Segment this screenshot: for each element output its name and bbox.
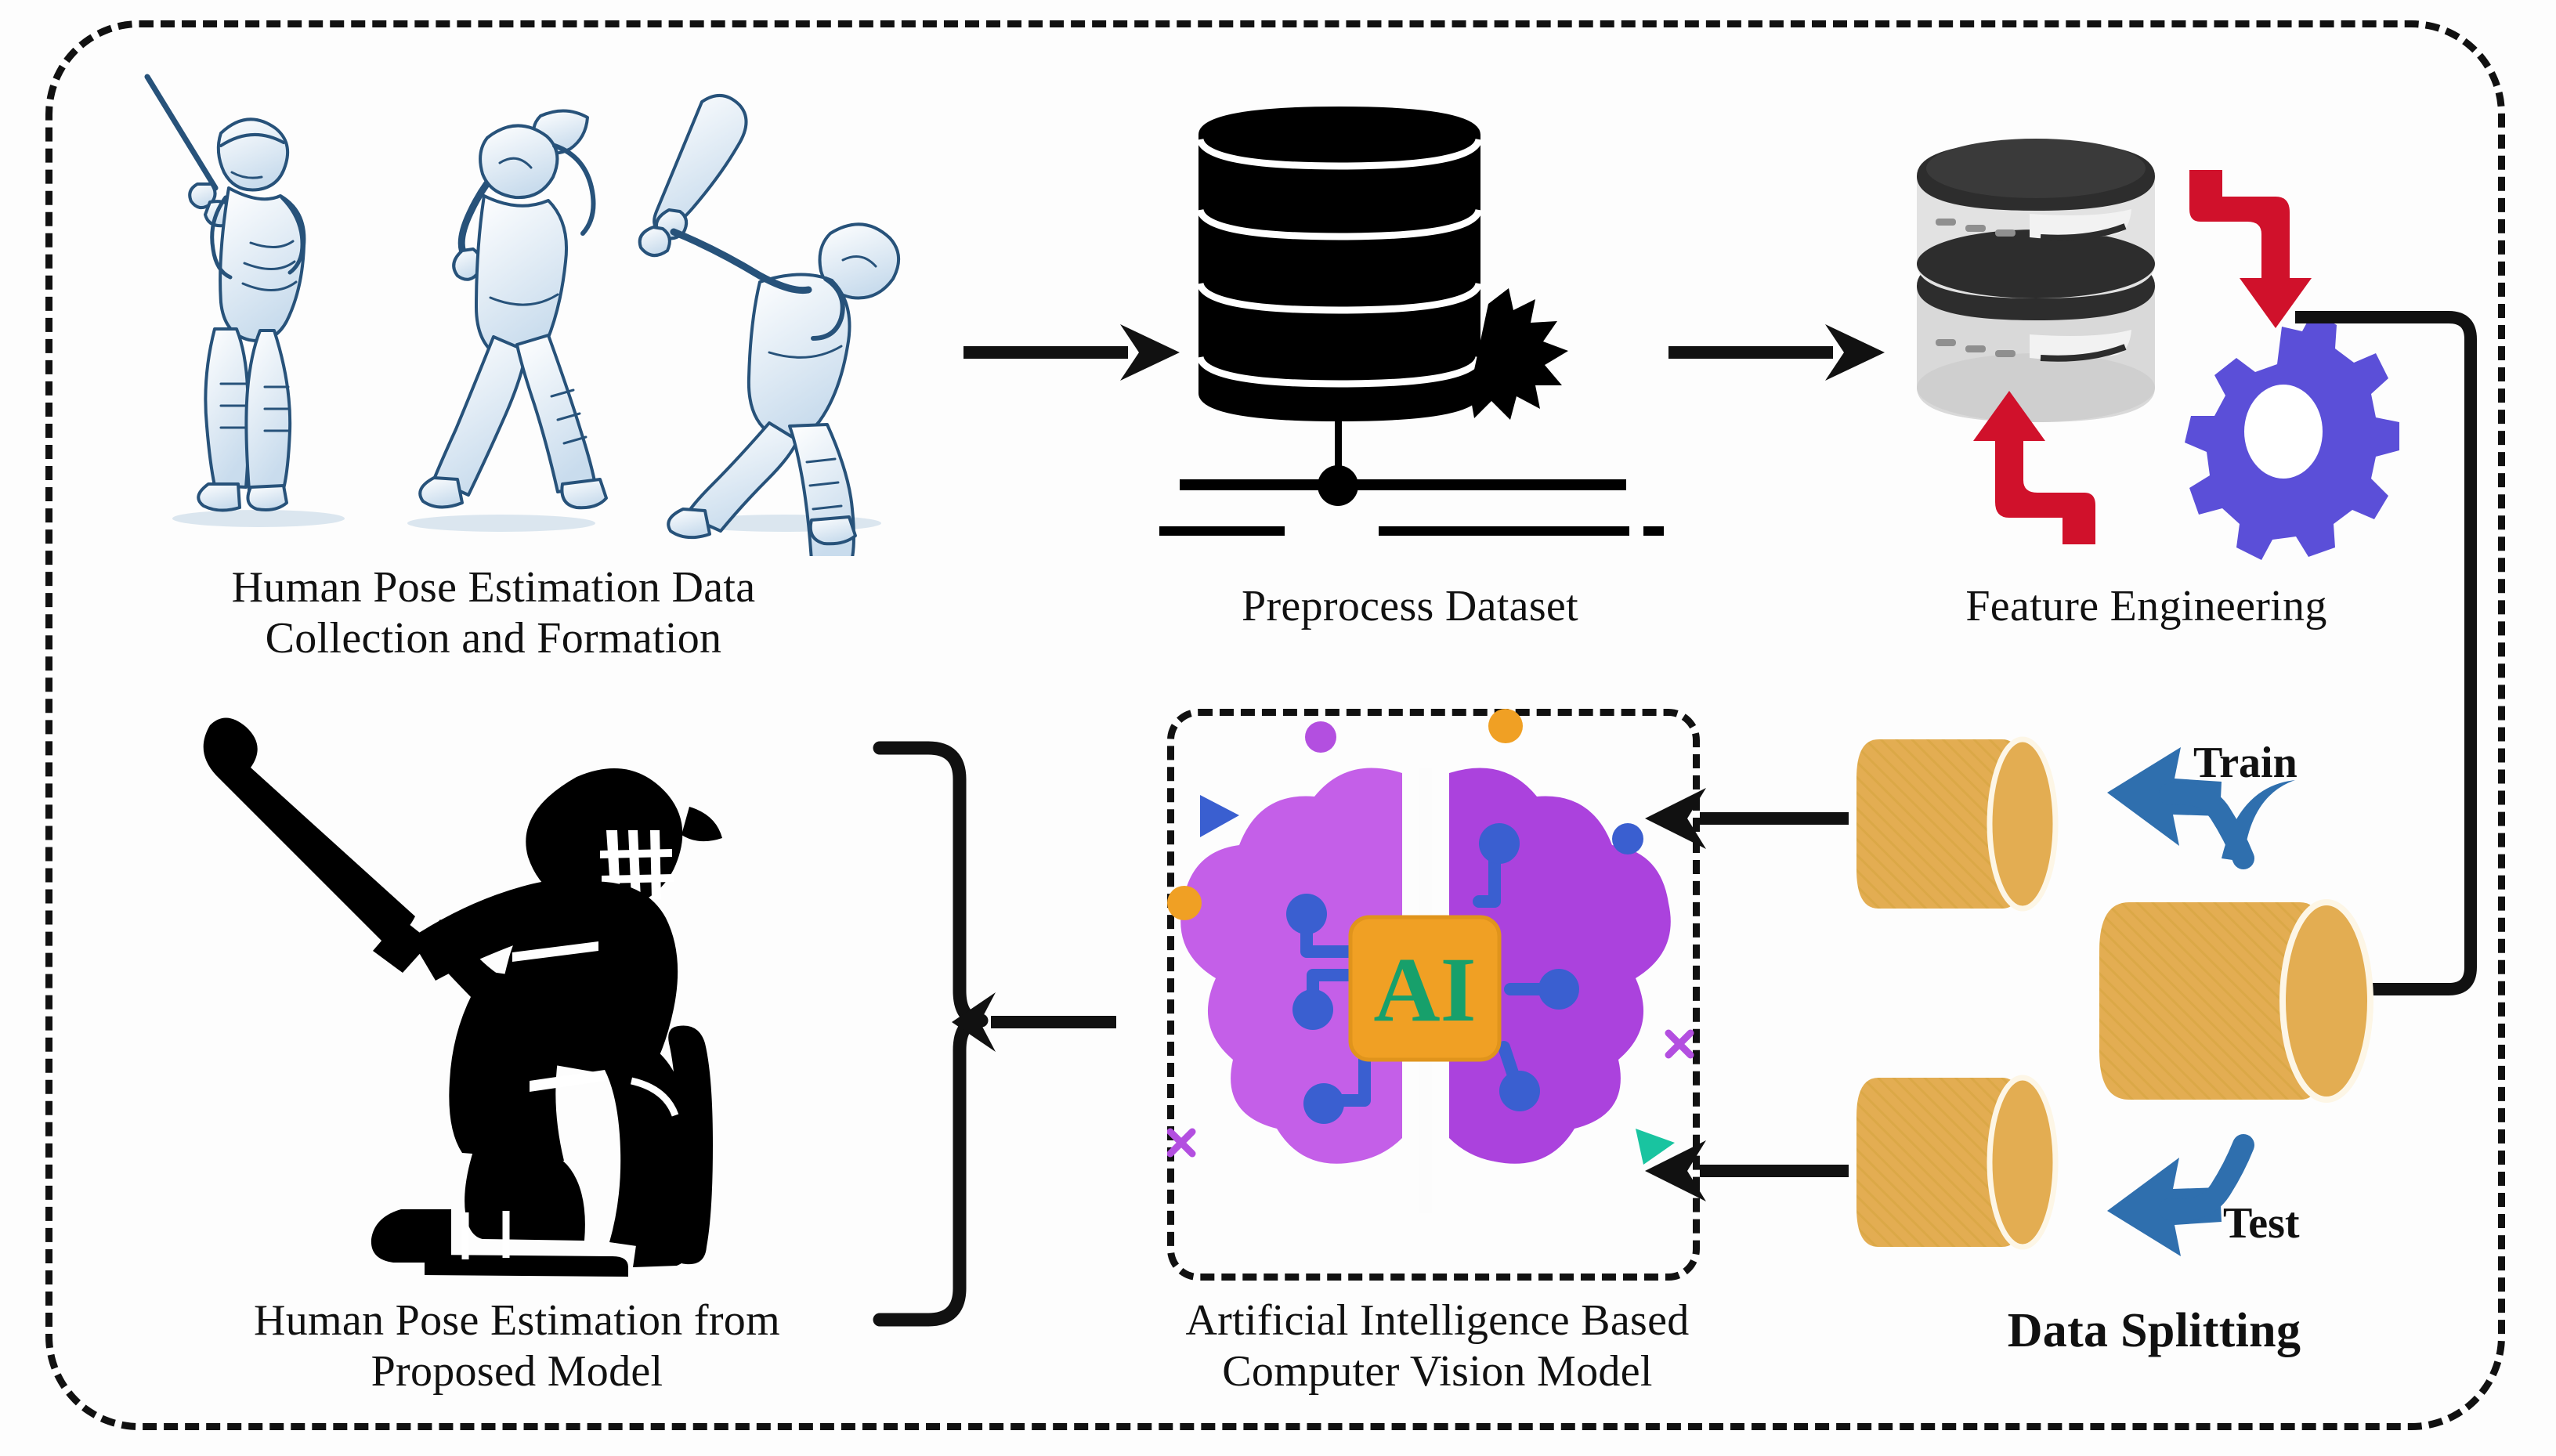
confetti-dot-orange-2 [1167, 886, 1202, 920]
cricket-batsman-sketches-icon [133, 70, 963, 562]
train-cylinder [1856, 736, 2059, 912]
test-cylinder [1856, 1075, 2059, 1250]
confetti-dot-orange [1488, 709, 1523, 743]
confetti-dot-blue [1612, 823, 1643, 854]
confetti-x-purple-2 [1166, 1128, 1196, 1158]
database-cylinder-black-icon [1151, 94, 1668, 564]
red-arrow-down-icon [2189, 170, 2312, 328]
confetti-triangle-blue [1200, 795, 1239, 837]
ai-brain-chip-icon: AI [1166, 709, 1700, 1281]
burst-splat-icon [1470, 288, 1568, 420]
confetti-x-purple [1665, 1029, 1694, 1059]
ai-chip [1348, 915, 1502, 1062]
full-dataset-cylinder [2099, 899, 2373, 1103]
ai-model-caption: Artificial Intelligence Based Computer V… [1185, 1296, 1690, 1396]
data-collection-caption: Human Pose Estimation Data Collection an… [231, 563, 756, 663]
arrow-collection-to-preprocess [963, 324, 1180, 381]
confetti-dot-purple [1305, 721, 1336, 753]
arrow-test-to-model [1645, 1140, 1849, 1201]
cricket-batsman-silhouette-icon [141, 713, 815, 1277]
outer-dashed-frame [45, 20, 2505, 1430]
ai-chip-text: AI [1373, 938, 1476, 1041]
confetti-triangle-teal [1636, 1129, 1675, 1165]
gear-icon [2185, 311, 2399, 560]
train-arrow-icon [2107, 747, 2295, 869]
red-arrow-up-icon [1973, 391, 2095, 544]
arrow-train-to-model [1645, 788, 1849, 849]
arrow-preprocess-to-feature [1668, 324, 1885, 381]
data-splitting-caption: Data Splitting [2007, 1304, 2301, 1357]
test-label: Test [2223, 1199, 2300, 1248]
data-splitting-icon [1778, 697, 2467, 1277]
pose-output-caption: Human Pose Estimation from Proposed Mode… [254, 1296, 780, 1396]
ai-model-dashed-box [1167, 709, 1700, 1281]
feature-engineering-icon [1860, 106, 2440, 568]
brace-connector [866, 732, 1140, 1335]
feature-engineering-caption: Feature Engineering [1965, 582, 2327, 630]
test-arrow-icon [2107, 1134, 2254, 1256]
train-label: Train [2193, 739, 2298, 787]
preprocess-caption: Preprocess Dataset [1242, 582, 1578, 630]
